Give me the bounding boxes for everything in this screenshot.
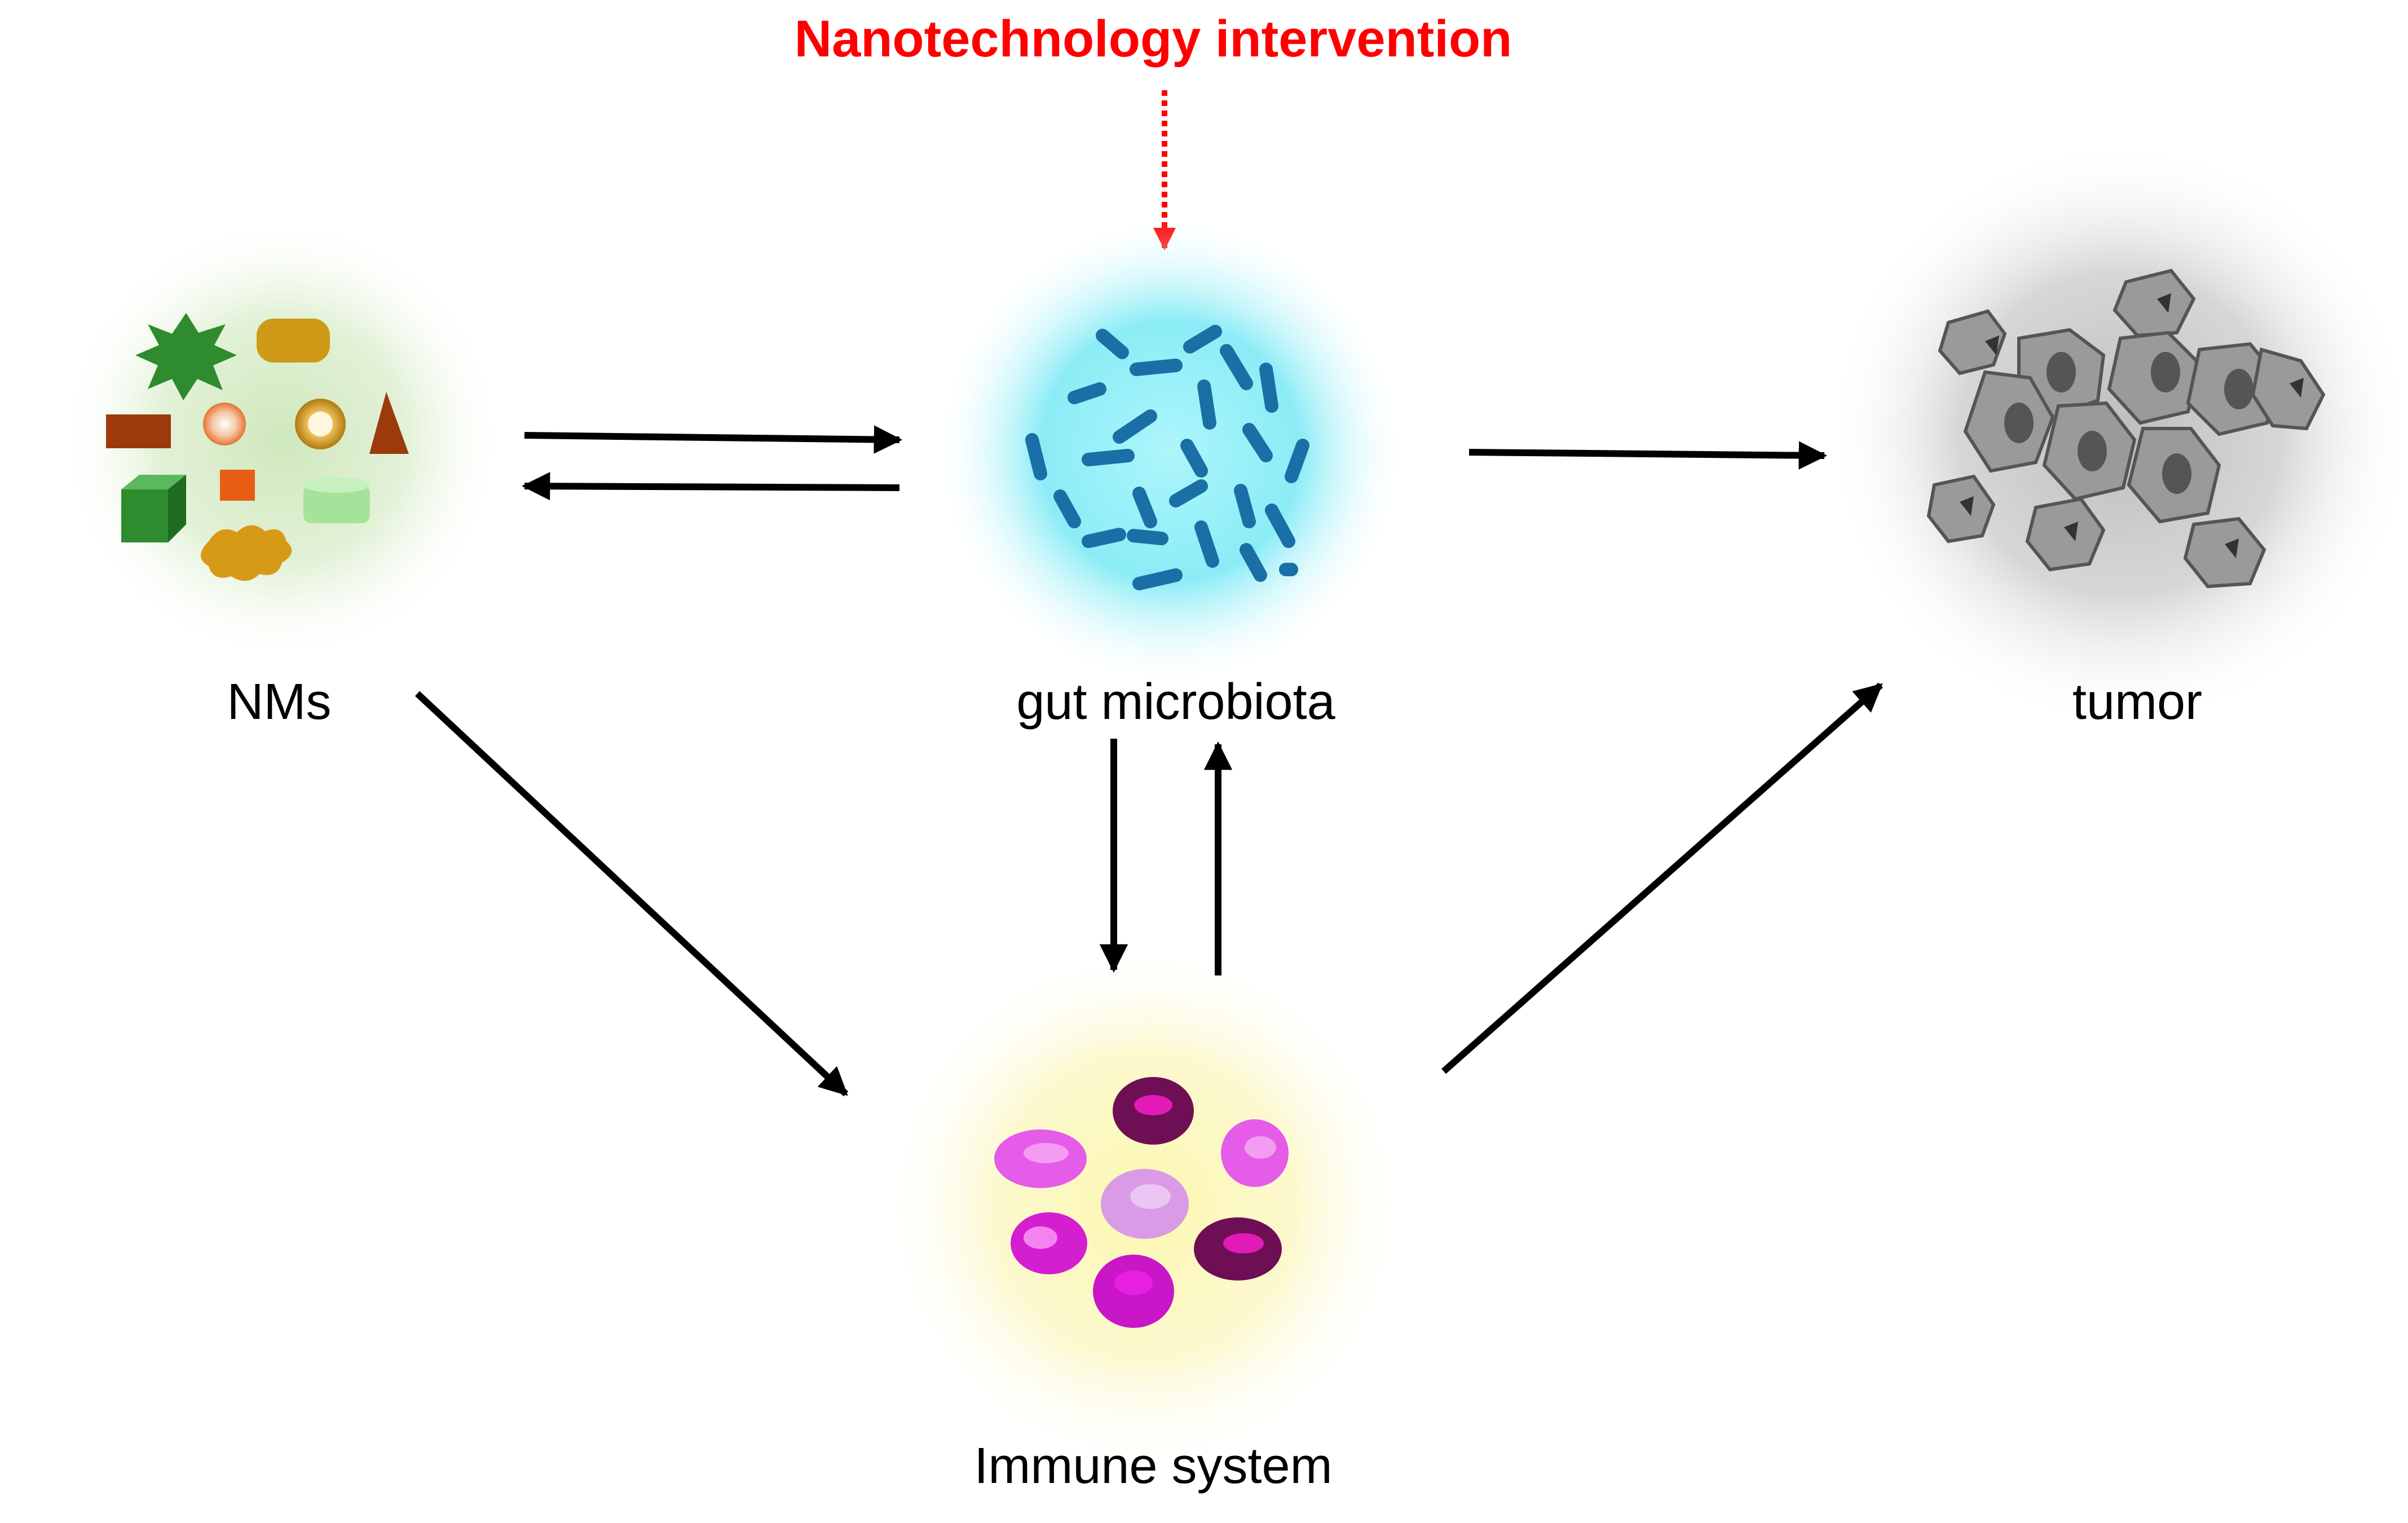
immune-system-label: Immune system [974,1438,1332,1494]
arrow-immune-to-tumor [1441,682,1883,1074]
arrow-nms-to-immune [414,691,849,1097]
nms-glow [56,214,508,665]
gut-microbiota-label: gut microbiota [1016,674,1335,730]
intervention-label: Nanotechnology intervention [795,10,1512,68]
arrow-gut-to-tumor [1468,441,1828,470]
nms-label: NMs [227,674,332,730]
immune-cells-icon [994,1077,1289,1328]
tumor-cells-icon [1926,268,2326,589]
arrow-gut-to-nms [521,472,900,501]
tumor-label: tumor [2072,674,2202,730]
arrows [414,425,1883,1097]
arrow-nms-to-gut [524,425,903,454]
gut-glow [933,214,1407,688]
nanomaterial-shapes-icon [106,313,409,581]
bacteria-cluster-icon [1025,325,1309,590]
